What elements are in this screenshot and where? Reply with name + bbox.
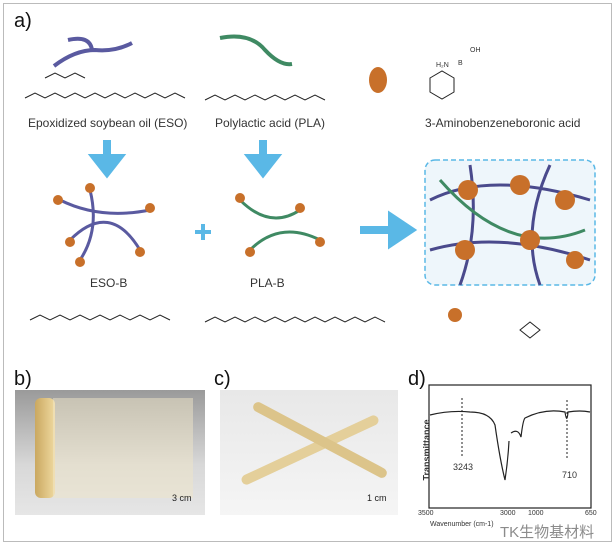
x-tick-650: 650 bbox=[585, 510, 597, 517]
aba-label: 3-Aminobenzeneboronic acid bbox=[425, 116, 581, 130]
x-tick-3500: 3500 bbox=[418, 510, 434, 517]
panel-label-d: d) bbox=[408, 368, 426, 390]
annotation-lines bbox=[461, 398, 568, 460]
annotation-710: 710 bbox=[562, 470, 578, 480]
scalebar-b: 3 cm bbox=[172, 493, 192, 503]
arrow-down-icon bbox=[243, 140, 283, 179]
pla-b-network bbox=[238, 198, 321, 252]
boronic-beads bbox=[53, 183, 325, 267]
plus-icon bbox=[195, 224, 211, 240]
boroxine-ring bbox=[519, 321, 541, 339]
figure-border bbox=[3, 3, 612, 542]
plot-axes bbox=[428, 384, 592, 509]
eso-b-label: ESO-B bbox=[90, 276, 128, 290]
panel-label-a: a) bbox=[14, 10, 32, 32]
watermark: TK生物基材料 bbox=[500, 524, 595, 541]
oh-label: OH bbox=[470, 47, 481, 54]
eso-chain bbox=[52, 36, 133, 68]
boronic-acid-bead bbox=[369, 67, 387, 93]
h2n-label: H₂N bbox=[436, 62, 449, 69]
scalebar-c: 1 cm bbox=[367, 493, 387, 503]
scheme-graphics bbox=[24, 34, 596, 339]
panel-label-c: c) bbox=[214, 368, 231, 390]
pla-label: Polylactic acid (PLA) bbox=[215, 116, 326, 130]
crosslink-beads bbox=[455, 175, 584, 269]
eso-label: Epoxidized soybean oil (ESO) bbox=[28, 116, 188, 130]
pla-b-label: PLA-B bbox=[250, 276, 285, 290]
pla-chain bbox=[219, 34, 293, 67]
eso-b-structure bbox=[29, 314, 171, 321]
photo-utensils bbox=[220, 390, 398, 515]
x-tick-3000: 3000 bbox=[500, 510, 516, 517]
panel-label-b: b) bbox=[14, 368, 32, 390]
arrow-right-icon bbox=[360, 210, 418, 250]
pla-b-structure bbox=[204, 316, 386, 323]
crosslink-legend-bead bbox=[448, 308, 462, 322]
annotation-3243: 3243 bbox=[453, 462, 474, 472]
arrow-down-icon bbox=[87, 140, 127, 179]
ftir-spectrum bbox=[429, 410, 591, 481]
eso-b-network bbox=[59, 189, 151, 261]
photo-film bbox=[15, 390, 205, 515]
eso-structure bbox=[24, 72, 186, 99]
pla-structure bbox=[204, 94, 326, 101]
x-tick-1000: 1000 bbox=[528, 510, 544, 517]
boron-label: B bbox=[458, 60, 463, 67]
benzene-ring bbox=[429, 70, 455, 100]
x-axis-label: Wavenumber (cm-1) bbox=[430, 521, 494, 528]
y-axis-label: Transmittance bbox=[421, 419, 432, 481]
